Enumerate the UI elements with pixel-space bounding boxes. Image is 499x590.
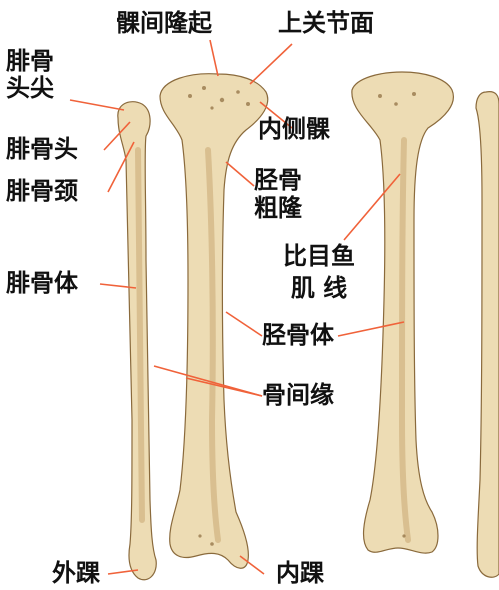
- label-medial-condyle: 内侧髁: [258, 116, 330, 142]
- label-fibula-head: 腓骨头: [6, 136, 78, 162]
- leader-superior-articular: [250, 44, 292, 84]
- label-interosseous-border: 骨间缘: [262, 382, 334, 408]
- label-tibia-body: 胫骨体: [262, 322, 334, 348]
- label-intercondylar-eminence: 髁间隆起: [116, 10, 212, 36]
- label-fibula-neck: 腓骨颈: [6, 178, 78, 204]
- label-medial-malleolus: 内踝: [276, 560, 324, 586]
- leader-intercondylar: [210, 40, 218, 76]
- label-fibula-body: 腓骨体: [6, 270, 78, 296]
- fibula-shading: [138, 150, 142, 520]
- label-soleal-line: 比目鱼肌 线: [276, 240, 362, 304]
- leader-fibula-head-apex: [70, 100, 124, 110]
- leader-tibia-body: [226, 312, 262, 336]
- leader-tibial-tuberosity: [226, 162, 254, 186]
- label-tibial-tuberosity: 胫骨粗隆: [254, 166, 310, 222]
- label-superior-articular-surface: 上关节面: [278, 10, 374, 36]
- fibula-bone-partial: [476, 92, 499, 578]
- label-fibula-head-apex: 腓骨头尖: [6, 48, 62, 102]
- label-lateral-malleolus: 外踝: [52, 560, 100, 586]
